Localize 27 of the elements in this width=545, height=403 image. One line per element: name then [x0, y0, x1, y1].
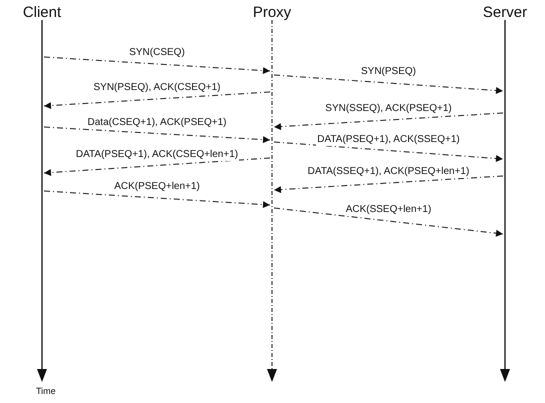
message-arrow	[274, 176, 504, 194]
edge-label: DATA(PSEQ+1), ACK(SSEQ+1)	[316, 134, 461, 146]
lifeline-heading: Client	[22, 4, 62, 21]
lifeline	[40, 20, 44, 382]
message-arrow	[44, 190, 270, 208]
message-arrow	[44, 56, 270, 74]
message-arrow	[44, 126, 270, 144]
edge-label: Data(CSEQ+1), ACK(PSEQ+1)	[86, 116, 228, 128]
edge-label: ACK(SSEQ+len+1)	[344, 204, 432, 216]
message-arrow	[44, 158, 270, 176]
lifeline-heading: Proxy	[252, 4, 292, 21]
edge-label: SYN(PSEQ)	[360, 66, 417, 78]
edge-label: SYN(SSEQ), ACK(PSEQ+1)	[324, 103, 453, 115]
axis-label: Time	[36, 386, 56, 396]
message-arrow	[274, 142, 504, 162]
lifeline-heading: Server	[482, 4, 528, 21]
edge-label: DATA(PSEQ+1), ACK(CSEQ+len+1)	[74, 148, 240, 160]
message-arrow	[274, 74, 504, 94]
edge-label: SYN(CSEQ)	[128, 47, 186, 59]
message-arrow	[274, 208, 504, 237]
message-arrow	[274, 112, 504, 130]
edge-label: SYN(PSEQ), ACK(CSEQ+1)	[92, 82, 222, 94]
lifeline	[270, 20, 274, 382]
edge-label: ACK(PSEQ+len+1)	[113, 181, 201, 193]
lifeline	[503, 20, 507, 382]
message-arrow	[44, 92, 270, 110]
edge-label: DATA(SSEQ+1), ACK(PSEQ+len+1)	[306, 166, 470, 178]
